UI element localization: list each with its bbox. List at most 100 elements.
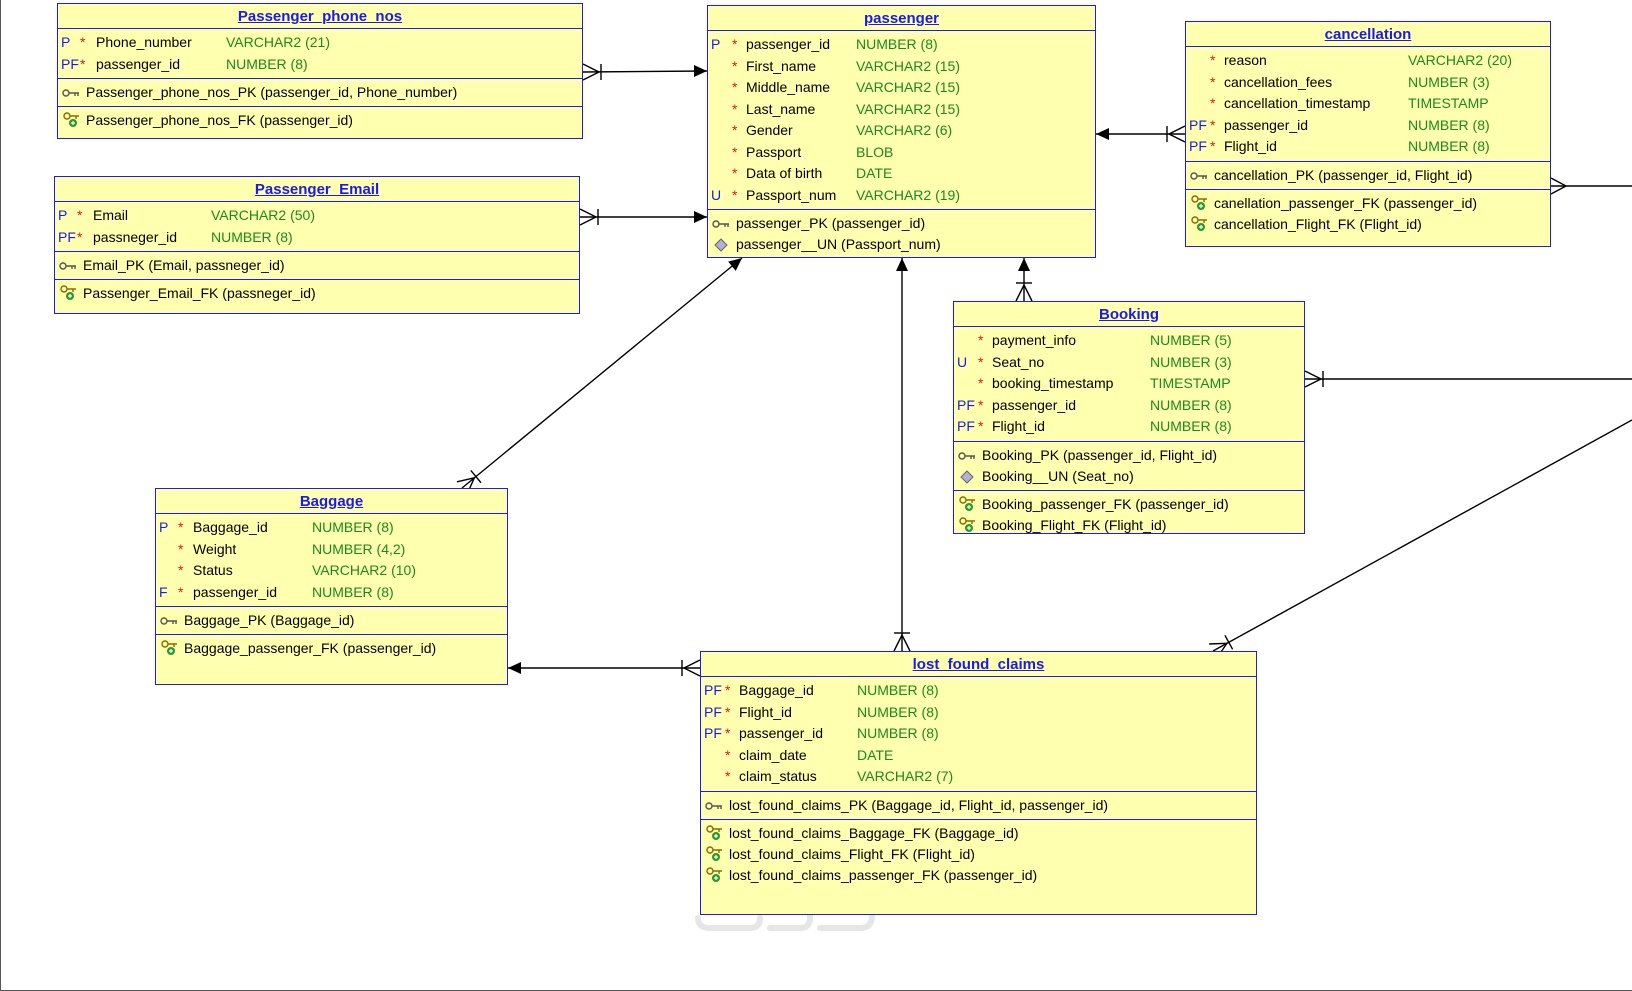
- entity-title: passenger: [708, 6, 1095, 31]
- key-row[interactable]: lost_found_claims_PK (Baggage_id, Flight…: [701, 795, 1256, 816]
- foreign-key-label: Passenger_Email_FK (passneger_id): [83, 285, 316, 301]
- column-type: NUMBER (3): [1408, 73, 1490, 90]
- key-label: Baggage_PK (Baggage_id): [184, 612, 355, 628]
- column-type: VARCHAR2 (15): [856, 79, 960, 95]
- primary-key-list: Email_PK (Email, passneger_id): [55, 252, 579, 280]
- foreign-key-row[interactable]: lost_found_claims_Baggage_FK (Baggage_id…: [701, 823, 1256, 844]
- foreign-key-row[interactable]: Baggage_passenger_FK (passenger_id): [156, 638, 507, 659]
- key-row[interactable]: cancellation_PK (passenger_id, Flight_id…: [1186, 165, 1550, 186]
- arrowhead: [1096, 128, 1109, 140]
- column-type: DATE: [857, 746, 894, 763]
- mandatory-marker: *: [1210, 138, 1216, 154]
- foreign-key-icon: [958, 516, 976, 532]
- column-type: DATE: [856, 165, 893, 181]
- crows-foot-marker: [579, 208, 599, 226]
- mandatory-marker: *: [77, 228, 83, 245]
- foreign-key-label: Booking_Flight_FK (Flight_id): [982, 516, 1167, 533]
- mandatory-marker: *: [978, 375, 984, 391]
- column-type: NUMBER (8): [1150, 418, 1232, 434]
- key-row[interactable]: Booking_PK (passenger_id, Flight_id): [954, 445, 1304, 466]
- column-row[interactable]: * Data of birth DATE: [708, 163, 1095, 185]
- column-type: VARCHAR2 (20): [1408, 52, 1512, 68]
- foreign-key-row[interactable]: lost_found_claims_Flight_FK (Flight_id): [701, 844, 1256, 865]
- foreign-key-row[interactable]: lost_found_claims_passenger_FK (passenge…: [701, 865, 1256, 886]
- column-name: Data of birth: [746, 165, 823, 181]
- key-row[interactable]: Passenger_phone_nos_PK (passenger_id, Ph…: [58, 82, 582, 103]
- column-key-flag: PF: [704, 725, 722, 741]
- key-row[interactable]: Baggage_PK (Baggage_id): [156, 610, 507, 631]
- column-type: NUMBER (8): [312, 519, 394, 535]
- mandatory-marker: *: [725, 746, 731, 763]
- key-row[interactable]: passenger_PK (passenger_id): [708, 213, 1095, 234]
- foreign-key-row[interactable]: canellation_passenger_FK (passenger_id): [1186, 193, 1550, 214]
- column-type: NUMBER (5): [1150, 332, 1232, 348]
- mandatory-marker: *: [178, 583, 184, 600]
- diamond-icon: [712, 237, 730, 252]
- key-icon: [59, 258, 77, 272]
- foreign-key-icon: [958, 495, 976, 511]
- mandatory-marker: *: [732, 165, 738, 181]
- column-key-flag: U: [711, 186, 722, 203]
- foreign-key-row[interactable]: cancellation_Flight_FK (Flight_id): [1186, 214, 1550, 235]
- primary-key-list: Passenger_phone_nos_PK (passenger_id, Ph…: [58, 79, 582, 107]
- column-key-flag: P: [61, 34, 71, 50]
- foreign-key-row[interactable]: Booking_passenger_FK (passenger_id): [954, 494, 1304, 515]
- foreign-key-list: Passenger_Email_FK (passneger_id): [55, 280, 579, 307]
- column-type: VARCHAR2 (15): [856, 57, 960, 74]
- column-name: Phone_number: [96, 34, 192, 50]
- arrowhead: [508, 662, 521, 674]
- column-name: claim_status: [739, 768, 817, 784]
- foreign-key-icon: [705, 845, 723, 861]
- key-row[interactable]: Booking__UN (Seat_no): [954, 466, 1304, 487]
- foreign-key-row[interactable]: Passenger_Email_FK (passneger_id): [55, 283, 579, 304]
- foreign-key-row[interactable]: Passenger_phone_nos_FK (passenger_id): [58, 110, 582, 131]
- foreign-key-list: lost_found_claims_Baggage_FK (Baggage_id…: [701, 820, 1256, 889]
- key-row[interactable]: passenger__UN (Passport_num): [708, 234, 1095, 255]
- foreign-key-row[interactable]: Booking_Flight_FK (Flight_id): [954, 515, 1304, 534]
- column-name: Middle_name: [746, 79, 831, 95]
- primary-key-list: passenger_PK (passenger_id)passenger__UN…: [708, 210, 1095, 257]
- column-name: Passport: [746, 143, 802, 160]
- rel-phone-passenger[interactable]: [582, 70, 708, 73]
- key-row[interactable]: Email_PK (Email, passneger_id): [55, 255, 579, 276]
